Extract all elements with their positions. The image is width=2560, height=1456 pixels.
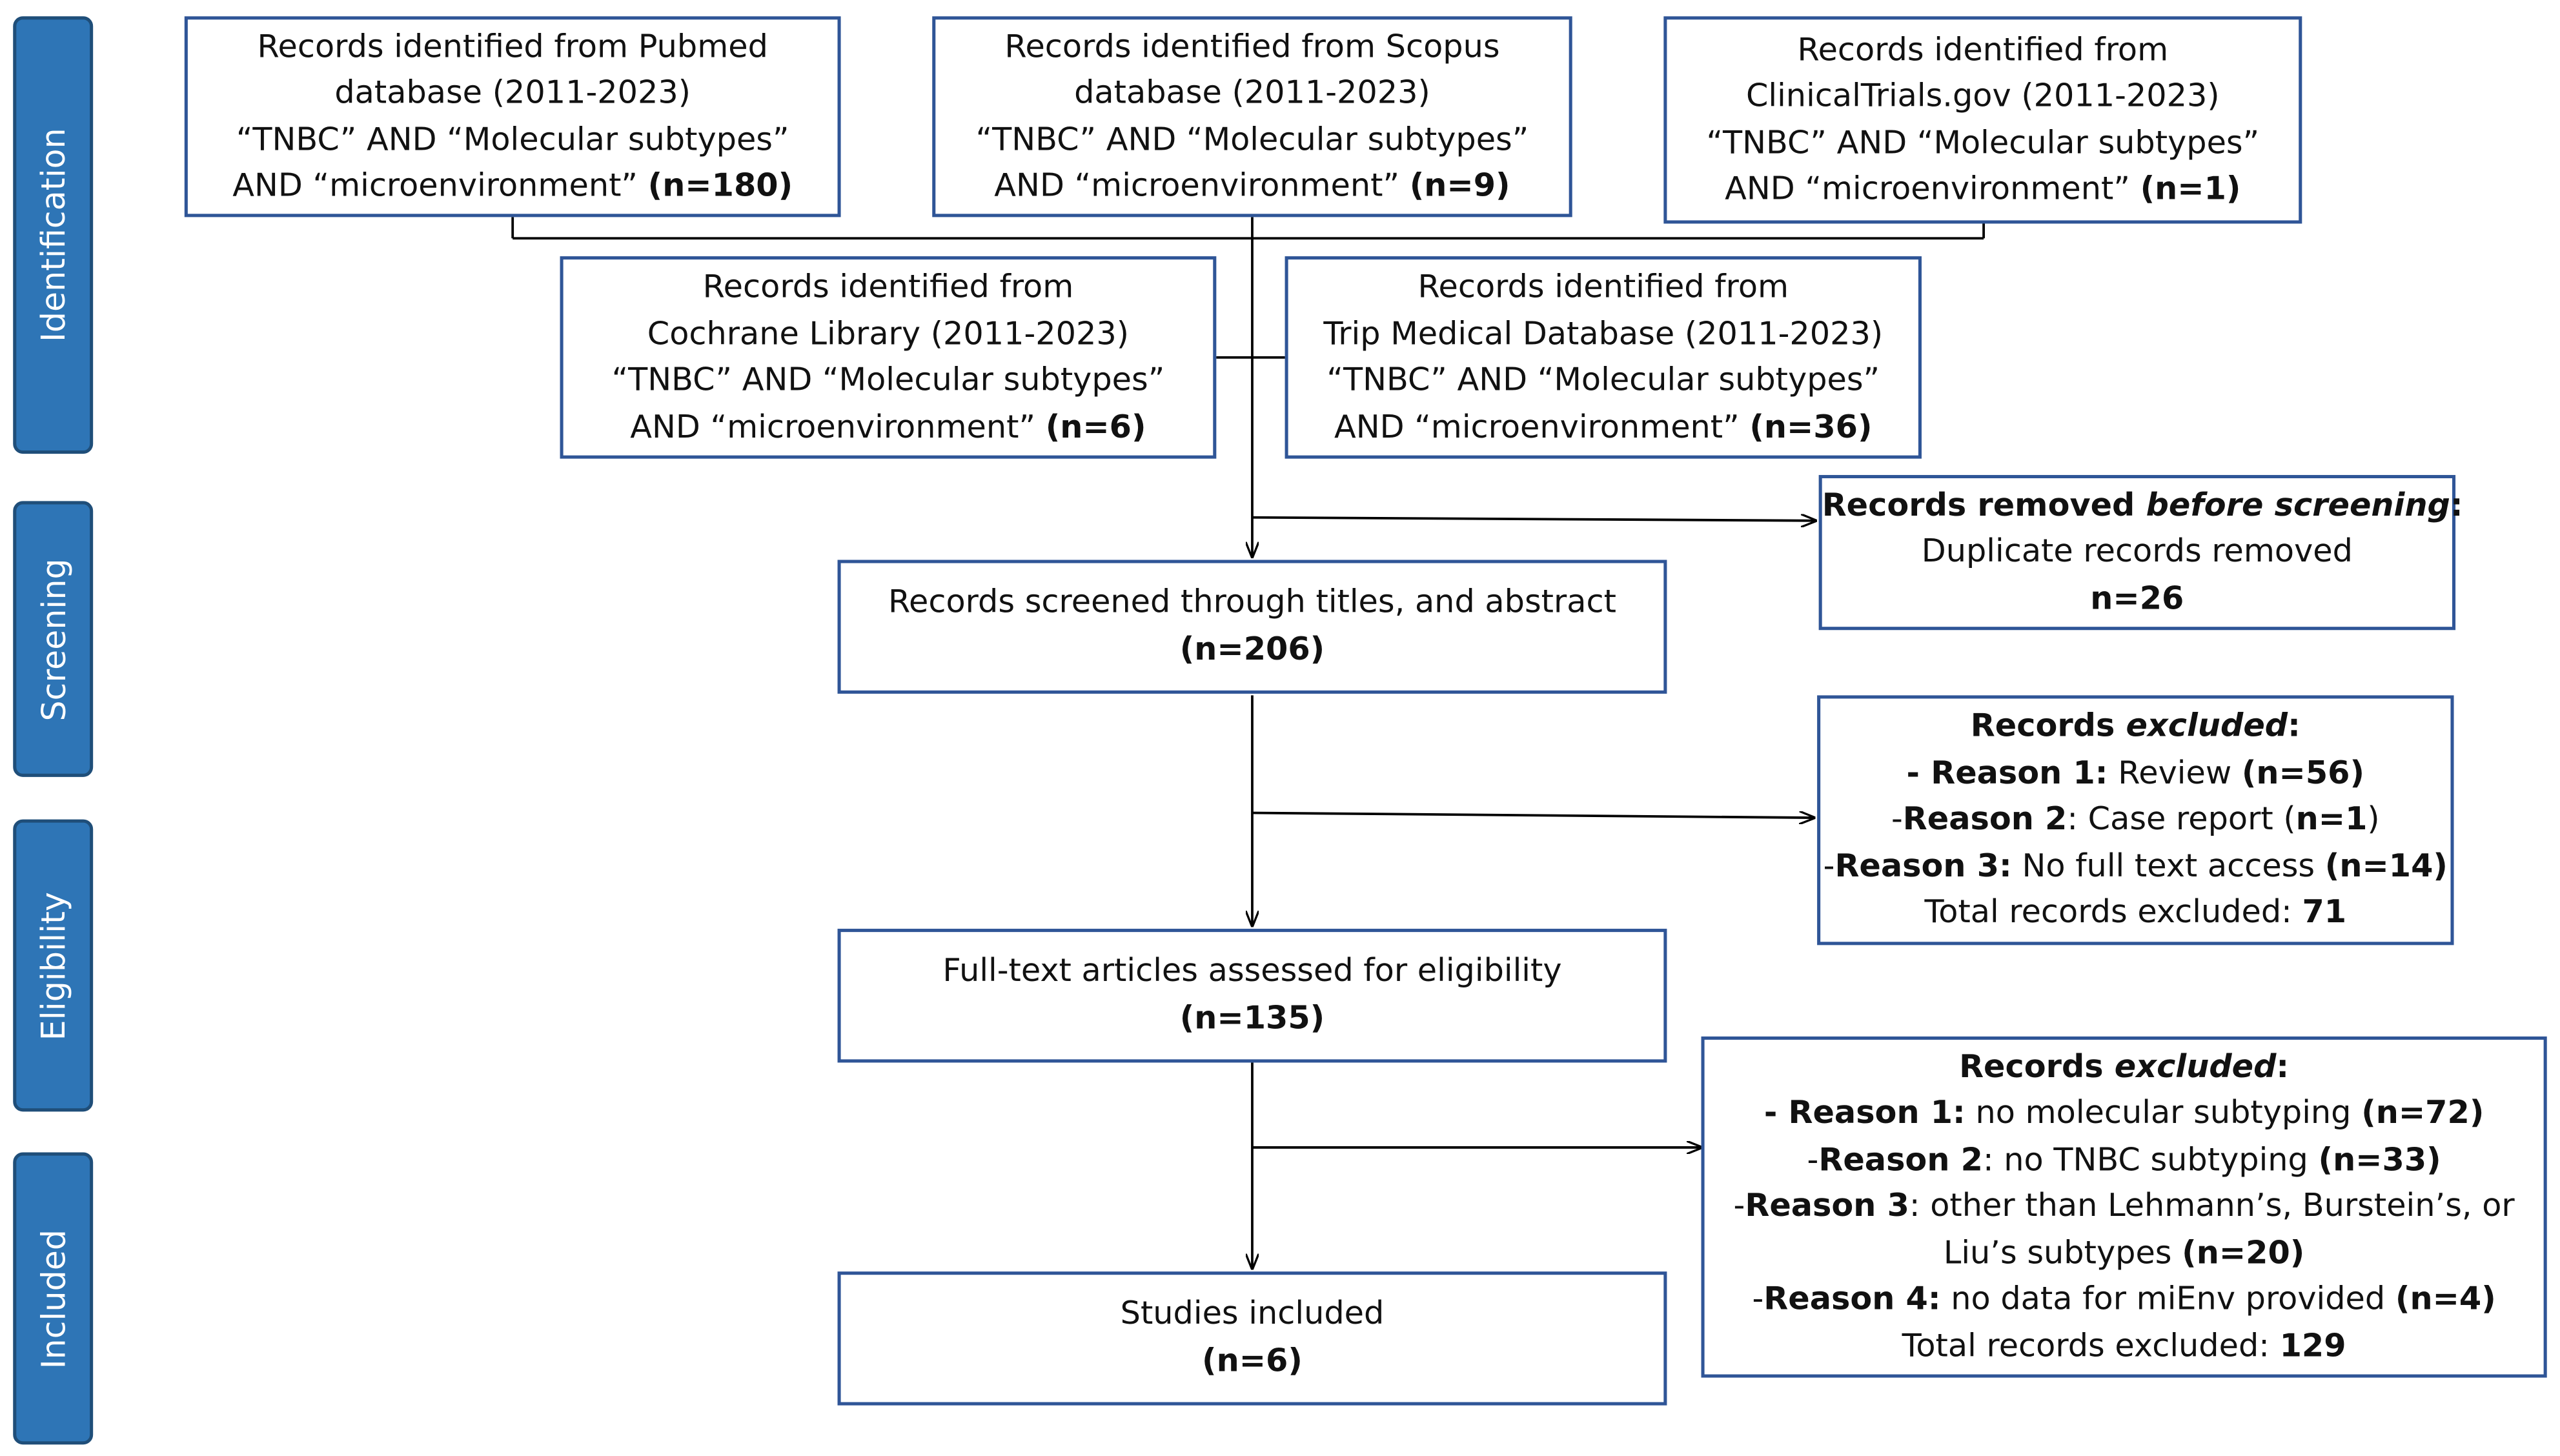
phase-included: Included [13, 1152, 94, 1445]
pubmed-line4: AND “microenvironment” [232, 166, 648, 205]
excluded1-reason-3: -Reason 3: No full text access (n=14) [1823, 846, 2448, 885]
trip-line3: “TNBC” AND “Molecular subtypes” [1326, 360, 1880, 399]
excluded1-reason-2: -Reason 2: Case report (n=1) [1891, 800, 2380, 838]
phase-included-label: Included [33, 1228, 73, 1369]
cochrane-box: Records identified from Cochrane Library… [560, 256, 1217, 459]
trip-line2: Trip Medical Database (2011-2023) [1323, 314, 1884, 352]
excluded2-reason-3-cont: Liu’s subtypes (n=20) [1943, 1233, 2305, 1271]
phase-identification-label: Identification [33, 128, 73, 343]
scopus-line4: AND “microenvironment” [994, 166, 1410, 205]
excluded1-reason-1: - Reason 1: Review (n=56) [1906, 753, 2365, 791]
removed-line2: Duplicate records removed [1921, 532, 2353, 571]
excluded2-box: Records excluded: - Reason 1: no molecul… [1701, 1036, 2547, 1378]
excluded2-title: Records excluded: [1959, 1047, 2290, 1086]
clinicaltrials-line1: Records identified from [1797, 30, 2169, 68]
scopus-line2: database (2011-2023) [1074, 73, 1430, 111]
removed-arrow [1252, 518, 1816, 521]
pubmed-line3: “TNBC” AND “Molecular subtypes” [236, 119, 789, 158]
included-line1: Studies included [1120, 1294, 1385, 1332]
screened-box: Records screened through titles, and abs… [837, 560, 1667, 694]
fulltext-line1: Full-text articles assessed for eligibil… [942, 951, 1562, 989]
clinicaltrials-count: (n=1) [2140, 170, 2241, 208]
excluded2-reason-4: -Reason 4: no data for miEnv provided (n… [1752, 1280, 2496, 1318]
cochrane-line3: “TNBC” AND “Molecular subtypes” [611, 360, 1165, 399]
excluded2-reason-3: -Reason 3: other than Lehmann’s, Burstei… [1733, 1187, 2515, 1225]
scopus-line3: “TNBC” AND “Molecular subtypes” [975, 119, 1529, 158]
included-box: Studies included (n=6) [837, 1271, 1667, 1406]
pubmed-line1: Records identified from Pubmed [257, 26, 768, 65]
phase-screening: Screening [13, 501, 94, 777]
excluded2-reason-2: -Reason 2: no TNBC subtyping (n=33) [1807, 1140, 2441, 1178]
scopus-line1: Records identified from Scopus [1004, 26, 1500, 65]
excluded1-title: Records excluded: [1970, 707, 2301, 745]
excluded1-box: Records excluded: - Reason 1: Review (n=… [1817, 695, 2454, 945]
included-count: (n=6) [1202, 1340, 1303, 1379]
phase-eligibility: Eligibility [13, 819, 94, 1112]
removed-title: Records removed before screening: [1822, 486, 2463, 524]
trip-box: Records identified from Trip Medical Dat… [1285, 256, 1922, 459]
clinicaltrials-box: Records identified from ClinicalTrials.g… [1663, 16, 2302, 224]
trip-count: (n=36) [1749, 407, 1873, 445]
trip-line4: AND “microenvironment” [1334, 407, 1750, 445]
screened-count: (n=206) [1179, 629, 1325, 667]
pubmed-line2: database (2011-2023) [334, 73, 691, 111]
phase-eligibility-label: Eligibility [33, 891, 73, 1040]
cochrane-count: (n=6) [1045, 407, 1146, 445]
clinicaltrials-line2: ClinicalTrials.gov (2011-2023) [1745, 76, 2220, 115]
phase-screening-label: Screening [33, 558, 73, 721]
scopus-box: Records identified from Scopus database … [932, 16, 1572, 217]
pubmed-box: Records identified from Pubmed database … [184, 16, 841, 217]
excluded2-reason-1: - Reason 1: no molecular subtyping (n=72… [1763, 1094, 2484, 1132]
excluded1-arrow [1252, 813, 1814, 818]
cochrane-line2: Cochrane Library (2011-2023) [647, 314, 1130, 352]
trip-line1: Records identified from [1417, 267, 1789, 305]
fulltext-box: Full-text articles assessed for eligibil… [837, 929, 1667, 1063]
clinicaltrials-line3: “TNBC” AND “Molecular subtypes” [1706, 123, 2260, 161]
screened-line1: Records screened through titles, and abs… [888, 582, 1616, 621]
excluded1-total: Total records excluded: 71 [1924, 893, 2347, 931]
phase-identification: Identification [13, 16, 94, 454]
fulltext-count: (n=135) [1179, 998, 1325, 1036]
removed-count: n=26 [2090, 579, 2184, 617]
removed-box: Records removed before screening: Duplic… [1818, 474, 2463, 631]
excluded2-total: Total records excluded: 129 [1902, 1326, 2346, 1364]
pubmed-count: (n=180) [647, 166, 793, 205]
cochrane-line4: AND “microenvironment” [630, 407, 1046, 445]
scopus-count: (n=9) [1409, 166, 1510, 205]
clinicaltrials-line4: AND “microenvironment” [1725, 170, 2140, 208]
cochrane-line1: Records identified from [702, 267, 1074, 305]
